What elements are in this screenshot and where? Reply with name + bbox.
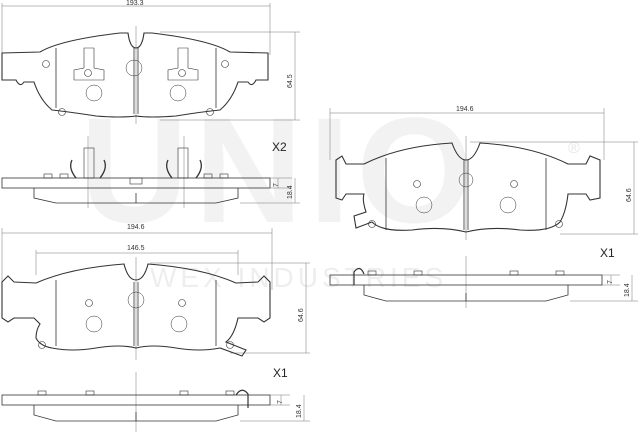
bottom-pad-inner-width-label: 146.5 — [127, 245, 145, 252]
bottom-pad-side-view — [1, 372, 310, 432]
right-pad-height-label: 64.6 — [626, 188, 633, 202]
top-pad-thickness-label: 18.4 — [287, 185, 294, 199]
top-pad-height-label: 64.5 — [287, 74, 294, 88]
bottom-pad-width-label: 194.6 — [127, 224, 145, 231]
right-pad-thickness-label: 18.4 — [624, 283, 631, 297]
bottom-pad-thickness-label: 18.4 — [296, 404, 303, 418]
top-pad-backplate-label: 7 — [273, 183, 280, 187]
bottom-pad-quantity: X1 — [273, 366, 288, 380]
top-pad-quantity: X2 — [272, 140, 287, 154]
right-pad-side-view — [329, 256, 638, 308]
right-pad-front-view — [329, 108, 638, 240]
bottom-pad-front-view — [1, 228, 310, 360]
bottom-pad-backplate-label: 7 — [277, 400, 284, 404]
top-pad-side-view — [1, 136, 300, 208]
right-pad-width-label: 194.6 — [456, 106, 474, 113]
top-pad-front-view — [1, 3, 300, 124]
bottom-pad-height-label: 64.6 — [298, 308, 305, 322]
top-pad-width-label: 193.3 — [126, 0, 144, 7]
right-pad-backplate-label: 7 — [607, 280, 614, 284]
right-pad-quantity: X1 — [600, 246, 615, 260]
